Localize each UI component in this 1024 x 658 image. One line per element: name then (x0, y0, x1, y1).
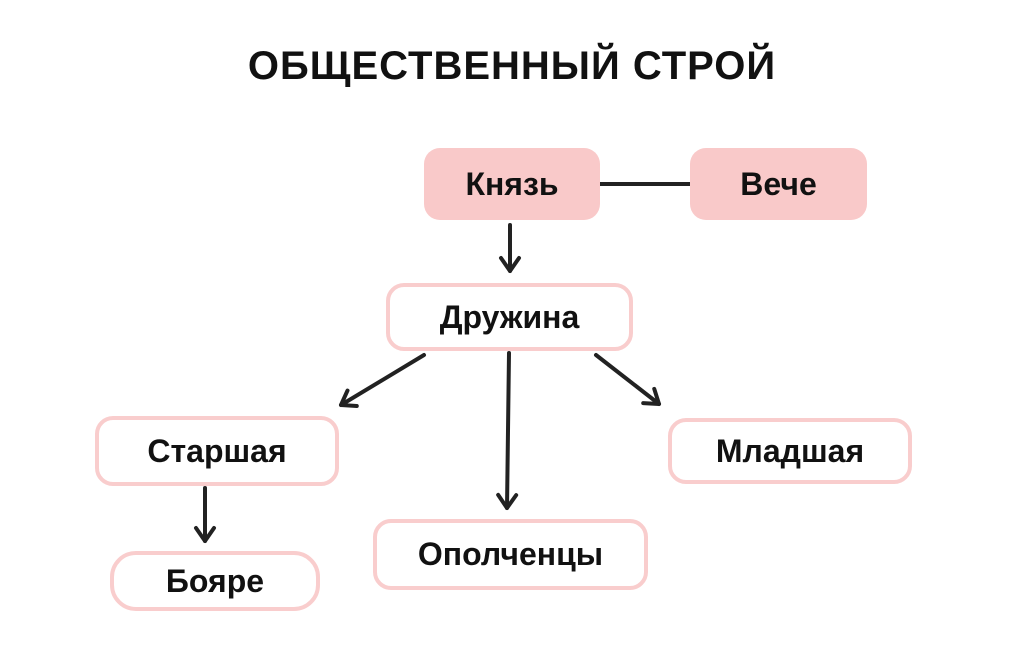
diagram-title: ОБЩЕСТВЕННЫЙ СТРОЙ (247, 44, 777, 88)
edge-druzhina-starshaya (339, 353, 426, 409)
node-veche: Вече (690, 148, 867, 220)
node-knyaz: Князь (424, 148, 600, 220)
node-druzhina-label: Дружина (439, 298, 580, 335)
node-starshaya: Старшая (95, 416, 339, 486)
node-knyaz-label: Князь (465, 165, 559, 202)
node-starshaya-label: Старшая (147, 432, 287, 469)
node-opolchentsy-label: Ополченцы (417, 536, 604, 572)
edge-druzhina-opolchentsy (496, 351, 519, 510)
node-boyare-label: Бояре (165, 562, 265, 599)
node-mladshaya-label: Младшая (715, 432, 865, 469)
node-druzhina: Дружина (386, 283, 633, 351)
node-mladshaya: Младшая (668, 418, 912, 484)
edge-druzhina-mladshaya (594, 353, 661, 406)
node-opolchentsy: Ополченцы (373, 519, 648, 590)
node-veche-label: Вече (740, 165, 817, 202)
node-boyare: Бояре (110, 551, 320, 611)
